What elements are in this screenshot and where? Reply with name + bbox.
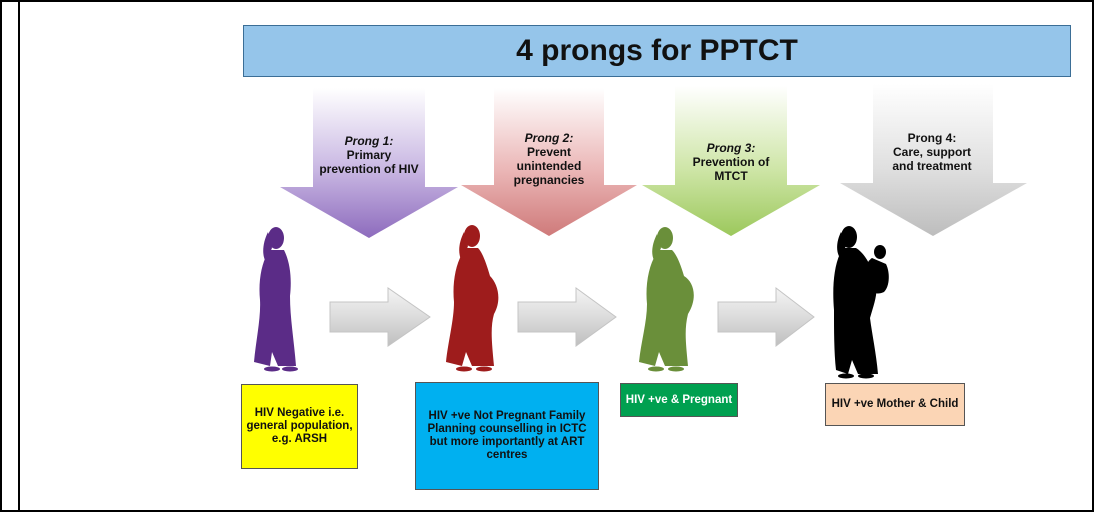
stage-2-label-box: HIV +ve Not Pregnant Family Planning cou… xyxy=(415,382,599,490)
prong-2-label: Prong 2: xyxy=(524,131,574,145)
stage-4-label: HIV +ve Mother & Child xyxy=(831,398,959,410)
prong-3-label: Prong 3: xyxy=(706,141,756,155)
stage-arrow-1-to-2 xyxy=(329,287,431,347)
prong-3-description: Prevention of MTCT xyxy=(692,155,770,183)
prong-4-text: Prong 4: Care, support and treatment xyxy=(882,131,982,173)
pregnant-woman-silhouette xyxy=(446,225,499,372)
prong-4-label: Prong 4: xyxy=(907,131,957,145)
prong-3-text: Prong 3: Prevention of MTCT xyxy=(680,141,782,183)
prong-2-text: Prong 2: Prevent unintended pregnancies xyxy=(497,131,601,187)
prong-1-arrow xyxy=(280,88,458,238)
woman-silhouette xyxy=(254,227,298,372)
stage-4-label-box: HIV +ve Mother & Child xyxy=(825,383,965,426)
prong-1-text: Prong 1: Primary prevention of HIV xyxy=(318,134,420,176)
stage-2-label: HIV +ve Not Pregnant Family Planning cou… xyxy=(427,410,587,461)
stage-1-label: HIV Negative i.e. general population, e.… xyxy=(246,407,353,445)
prong-2-description: Prevent unintended pregnancies xyxy=(513,145,585,187)
pregnant-woman-silhouette xyxy=(639,227,694,372)
prong-1-description: Primary prevention of HIV xyxy=(319,148,419,176)
stage-3-label-box: HIV +ve & Pregnant xyxy=(620,383,738,417)
stage-1-label-box: HIV Negative i.e. general population, e.… xyxy=(241,384,358,469)
prong-4-description: Care, support and treatment xyxy=(892,145,972,173)
frame-left-rule xyxy=(18,2,20,512)
stage-arrow-3-to-4 xyxy=(717,286,815,348)
prong-2-arrow xyxy=(461,88,637,236)
stage-3-label: HIV +ve & Pregnant xyxy=(625,393,733,406)
mother-and-child-silhouette xyxy=(833,226,889,379)
stage-arrow-2-to-3 xyxy=(517,287,617,347)
diagram-title: 4 prongs for PPTCT xyxy=(243,25,1071,77)
prong-4-arrow xyxy=(840,84,1027,236)
prong-3-arrow xyxy=(642,86,820,236)
prong-1-label: Prong 1: xyxy=(344,134,394,148)
